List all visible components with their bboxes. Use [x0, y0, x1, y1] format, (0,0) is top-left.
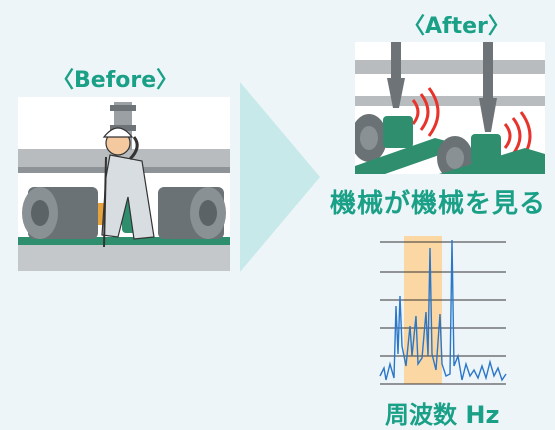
vibration-sensor-icon — [479, 42, 497, 132]
frequency-axis-label: 周波数 Hz — [385, 401, 500, 429]
before-label: 〈Before〉 — [52, 68, 179, 93]
worker-listening-icon — [101, 127, 155, 248]
frequency-spectrum — [379, 236, 507, 385]
after-illustration — [355, 42, 545, 174]
vibration-sensor-icon — [387, 42, 405, 108]
caption-machine-monitoring: 機械が機械を見る — [330, 189, 547, 219]
chevron-right-icon — [240, 82, 320, 272]
before-illustration — [18, 97, 230, 271]
after-label: 〈After〉 — [403, 14, 510, 39]
